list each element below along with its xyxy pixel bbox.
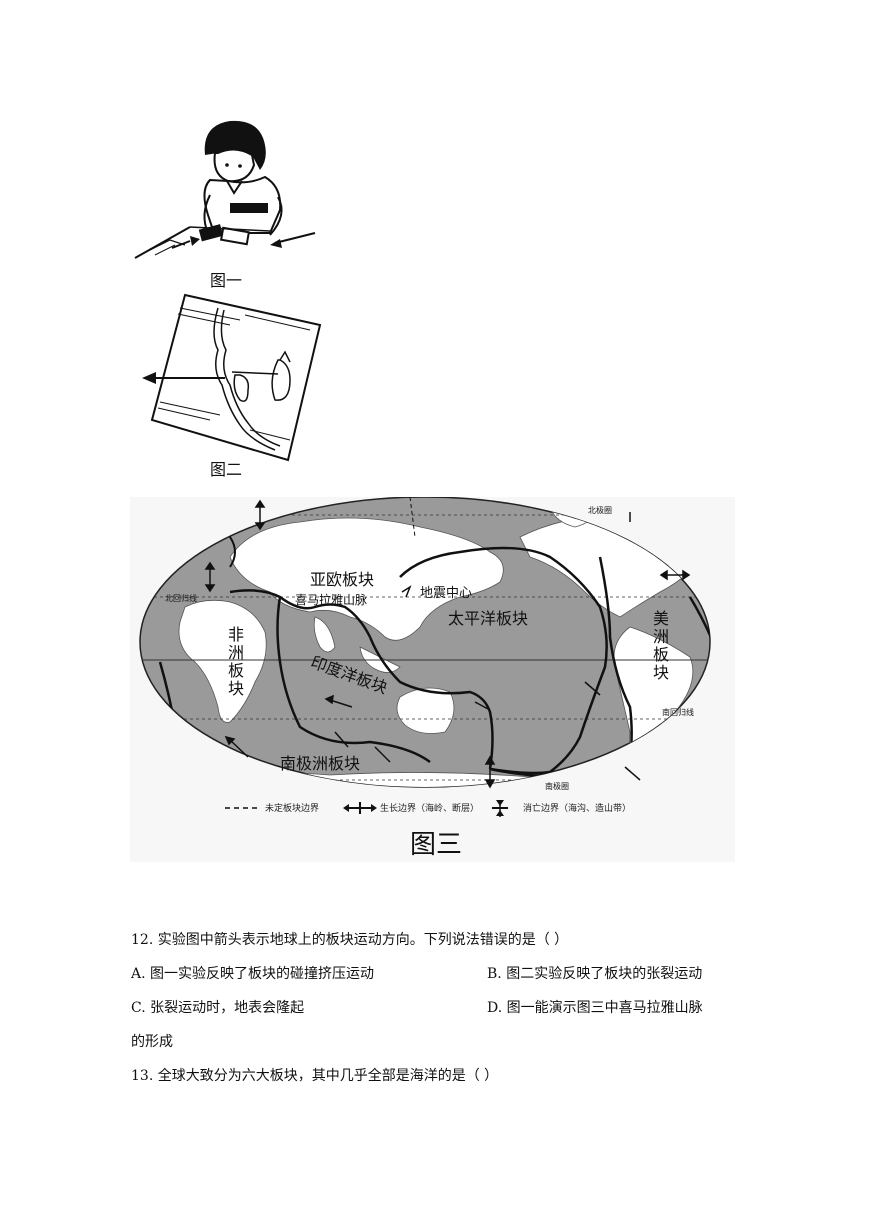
landmass-africa (178, 599, 267, 723)
label-antarctic-plate: 南极洲板块 (280, 754, 360, 773)
question-12-option-b[interactable]: B. 图二实验反映了板块的张裂运动 (487, 966, 703, 982)
figure-1-caption: 图一 (210, 271, 243, 290)
label-americas-plate-4: 块 (653, 663, 669, 682)
label-eurasia-plate: 亚欧板块 (310, 570, 374, 589)
boy-face (213, 148, 256, 183)
plate-boundary-africa-eurasia (229, 589, 372, 638)
question-12-option-c[interactable]: C. 张裂运动时，地表会隆起 (131, 1000, 305, 1016)
question-12-stem: 12. 实验图中箭头表示地球上的板块运动方向。下列说法错误的是（ ） (131, 932, 569, 948)
map-legend: 未定板块边界 生长边界（海岭、断层） 消亡边界（海沟、造山带） (225, 800, 631, 817)
label-pacific-plate: 太平洋板块 (448, 609, 528, 628)
label-tropic-capricorn: 南回归线 (662, 707, 694, 717)
label-antarctic-circle: 南极圈 (545, 781, 569, 791)
figure-2-caption: 图二 (210, 460, 243, 479)
label-africa-plate-4: 块 (228, 679, 244, 698)
question-12-option-a[interactable]: A. 图一实验反映了板块的碰撞挤压运动 (131, 966, 375, 982)
label-africa-plate-2: 洲 (228, 643, 244, 662)
label-himalaya: 喜马拉雅山脉 (295, 592, 367, 607)
figure-2-illustration (142, 293, 322, 462)
question-13-stem: 13. 全球大致分为六大板块，其中几乎全部是海洋的是（ ） (131, 1068, 499, 1084)
question-12-option-d[interactable]: D. 图一能演示图三中喜马拉雅山脉 (487, 1000, 703, 1016)
question-12-option-d-continued: 的形成 (131, 1034, 173, 1050)
landmass-australia (396, 687, 455, 734)
label-tropic-cancer: 北回归线 (165, 593, 197, 603)
legend-undetermined: 未定板块边界 (265, 802, 319, 814)
label-americas-plate-2: 洲 (653, 627, 669, 646)
boy-hair (204, 120, 266, 170)
label-americas-plate-3: 板 (653, 645, 669, 664)
figure-3-plate-map: 亚欧板块 喜马拉雅山脉 地震中心 太平洋板块 非 洲 板 块 美 洲 板 块 印… (130, 497, 735, 862)
label-americas-plate-1: 美 (653, 609, 669, 628)
legend-growth: 生长边界（海岭、断层） (380, 802, 479, 814)
plate-boundary-pacific (399, 546, 608, 775)
label-africa-plate-1: 非 (228, 625, 244, 644)
landmass-eurasia (229, 517, 504, 641)
figure-1-illustration (134, 120, 316, 259)
figure-3-caption: 图三 (410, 830, 462, 860)
label-earthquake-center: 地震中心 (420, 586, 472, 601)
legend-consumption: 消亡边界（海沟、造山带） (523, 802, 631, 814)
label-arctic-circle: 北极圈 (588, 505, 612, 515)
label-africa-plate-3: 板 (228, 661, 244, 680)
